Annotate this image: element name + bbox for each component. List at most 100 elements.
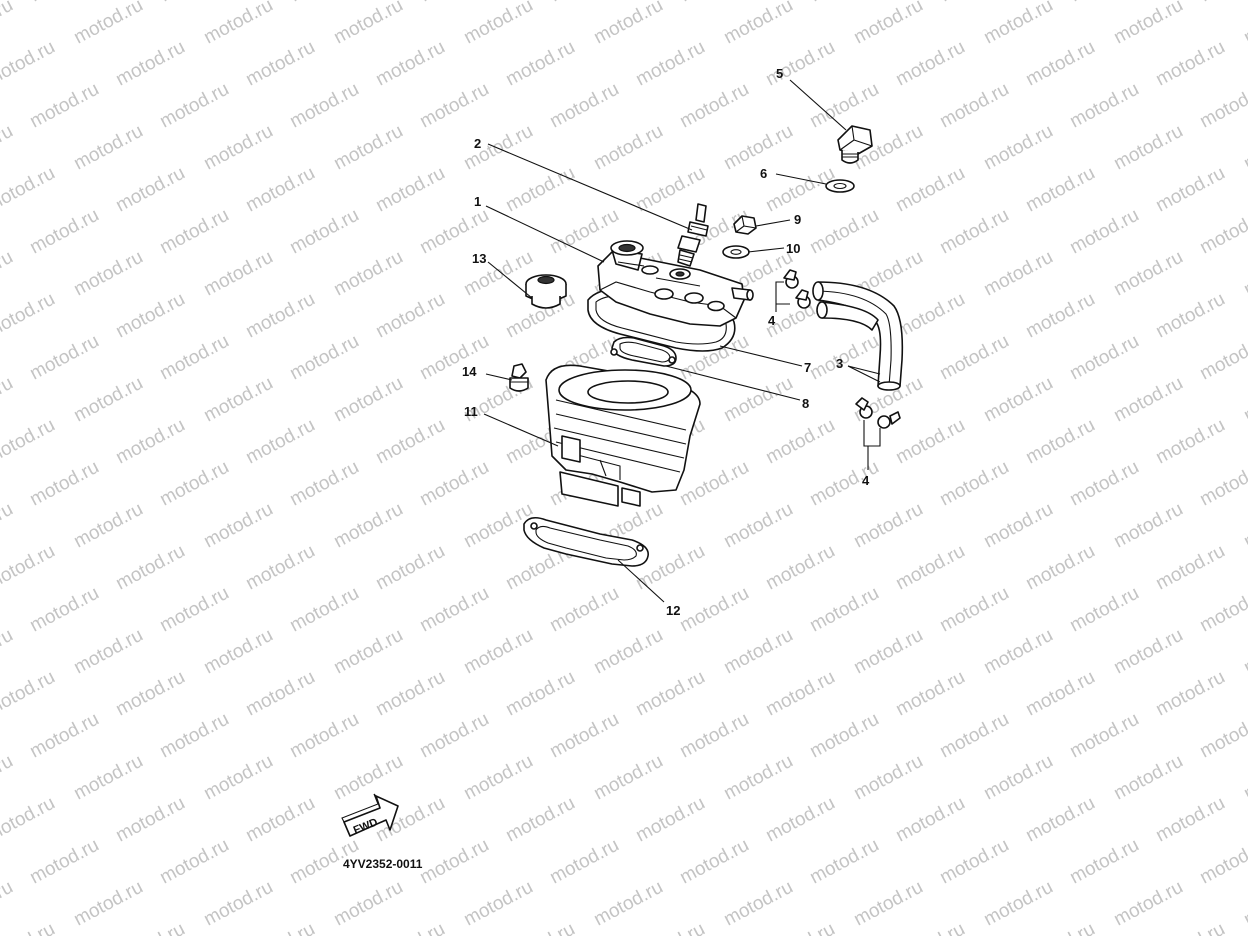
watermark-text: motod.ru [936,79,1012,133]
watermark-text: motod.ru [200,751,276,805]
callout-12: 12 [666,603,680,618]
watermark-text: motod.ru [1240,877,1248,931]
watermark-text: motod.ru [762,541,838,595]
watermark-text: motod.ru [720,751,796,805]
watermark-text: motod.ru [1240,121,1248,175]
watermark-text: motod.ru [720,625,796,679]
callout-8: 8 [802,396,809,411]
part-bolt-5 [837,125,873,164]
watermark-text: motod.ru [1196,835,1248,889]
watermark-text: motod.ru [242,163,318,217]
part-washer-10 [722,245,750,259]
watermark-text: motod.ru [26,583,102,637]
watermark-text: motod.ru [1022,793,1098,847]
watermark-text: motod.ru [156,205,232,259]
watermark-text: motod.ru [806,331,882,385]
watermark-text: motod.ru [112,289,188,343]
watermark-text: motod.ru [200,0,276,48]
watermark-text: motod.ru [850,751,926,805]
diagram-code: 4YV2352-0011 [343,857,423,871]
leader-lines [483,79,881,603]
watermark-text: motod.ru [1152,415,1228,469]
watermark-text: motod.ru [112,793,188,847]
part-thermostat-13 [525,274,567,309]
watermark-text: motod.ru [416,331,492,385]
watermark-text: motod.ru [1240,499,1248,553]
watermark-text: motod.ru [590,625,666,679]
callout-1: 1 [474,194,481,209]
watermark-text: motod.ru [0,415,59,469]
part-gasket-8 [610,336,677,367]
watermark-text: motod.ru [762,37,838,91]
watermark-text: motod.ru [676,709,752,763]
watermark-text: motod.ru [632,919,708,936]
watermark-text: motod.ru [330,877,406,931]
watermark-text: motod.ru [1196,583,1248,637]
watermark-text: motod.ru [1066,331,1142,385]
watermark-text: motod.ru [1066,205,1142,259]
watermark-text: motod.ru [0,877,17,931]
watermark-text: motod.ru [372,919,448,936]
watermark-text: motod.ru [892,163,968,217]
part-spark-plug-2 [677,203,709,267]
watermark-text: motod.ru [242,667,318,721]
watermark-text: motod.ru [460,121,536,175]
watermark-text: motod.ru [1240,625,1248,679]
watermark-text: motod.ru [416,709,492,763]
watermark-text: motod.ru [762,163,838,217]
part-nut-9 [733,215,757,235]
watermark-text: motod.ru [936,835,1012,889]
watermark-text: motod.ru [1022,163,1098,217]
watermark-text: motod.ru [502,37,578,91]
watermark-text: motod.ru [26,835,102,889]
callout-3: 3 [836,356,843,371]
watermark-text: motod.ru [762,667,838,721]
watermark-text: motod.ru [1196,79,1248,133]
watermark-text: motod.ru [980,121,1056,175]
watermark-text: motod.ru [0,373,17,427]
watermark-text: motod.ru [0,121,17,175]
watermark-text: motod.ru [416,835,492,889]
watermark-text: motod.ru [806,0,882,6]
watermark-text: motod.ru [1196,457,1248,511]
watermark-text: motod.ru [200,121,276,175]
watermark-text: motod.ru [416,79,492,133]
watermark-text: motod.ru [242,919,318,936]
watermark-text: motod.ru [1196,331,1248,385]
watermark-text: motod.ru [546,709,622,763]
part-gasket-12 [523,516,649,567]
callout-2: 2 [474,136,481,151]
watermark-text: motod.ru [1022,667,1098,721]
watermark-text: motod.ru [676,583,752,637]
watermark-text: motod.ru [26,0,102,6]
watermark-text: motod.ru [112,541,188,595]
watermark-text: motod.ru [676,457,752,511]
watermark-text: motod.ru [416,583,492,637]
watermark-text: motod.ru [26,79,102,133]
watermark-text: motod.ru [632,667,708,721]
callout-labels: 5 6 9 10 2 1 13 4 7 3 14 8 11 4 12 [462,66,870,618]
watermark-text: motod.ru [850,499,926,553]
callout-5: 5 [776,66,783,81]
watermark-text: motod.ru [1022,919,1098,936]
watermark-text: motod.ru [242,793,318,847]
watermark-text: motod.ru [330,499,406,553]
watermark-text: motod.ru [1240,751,1248,805]
callout-11: 11 [464,404,478,419]
callout-4-upper: 4 [768,313,776,328]
watermark-text: motod.ru [590,0,666,48]
watermark-text: motod.ru [200,373,276,427]
watermark-text: motod.ru [1240,0,1248,48]
watermark-text: motod.ru [720,499,796,553]
watermark-text: motod.ru [1196,0,1248,6]
watermark-text: motod.ru [502,667,578,721]
watermark-text: motod.ru [936,709,1012,763]
watermark-text: motod.ru [1152,667,1228,721]
watermark-text: motod.ru [850,0,926,48]
watermark-text: motod.ru [1066,0,1142,6]
watermark-text: motod.ru [546,79,622,133]
watermark-text: motod.ru [1022,37,1098,91]
watermark-text: motod.ru [156,331,232,385]
watermark-text: motod.ru [200,499,276,553]
